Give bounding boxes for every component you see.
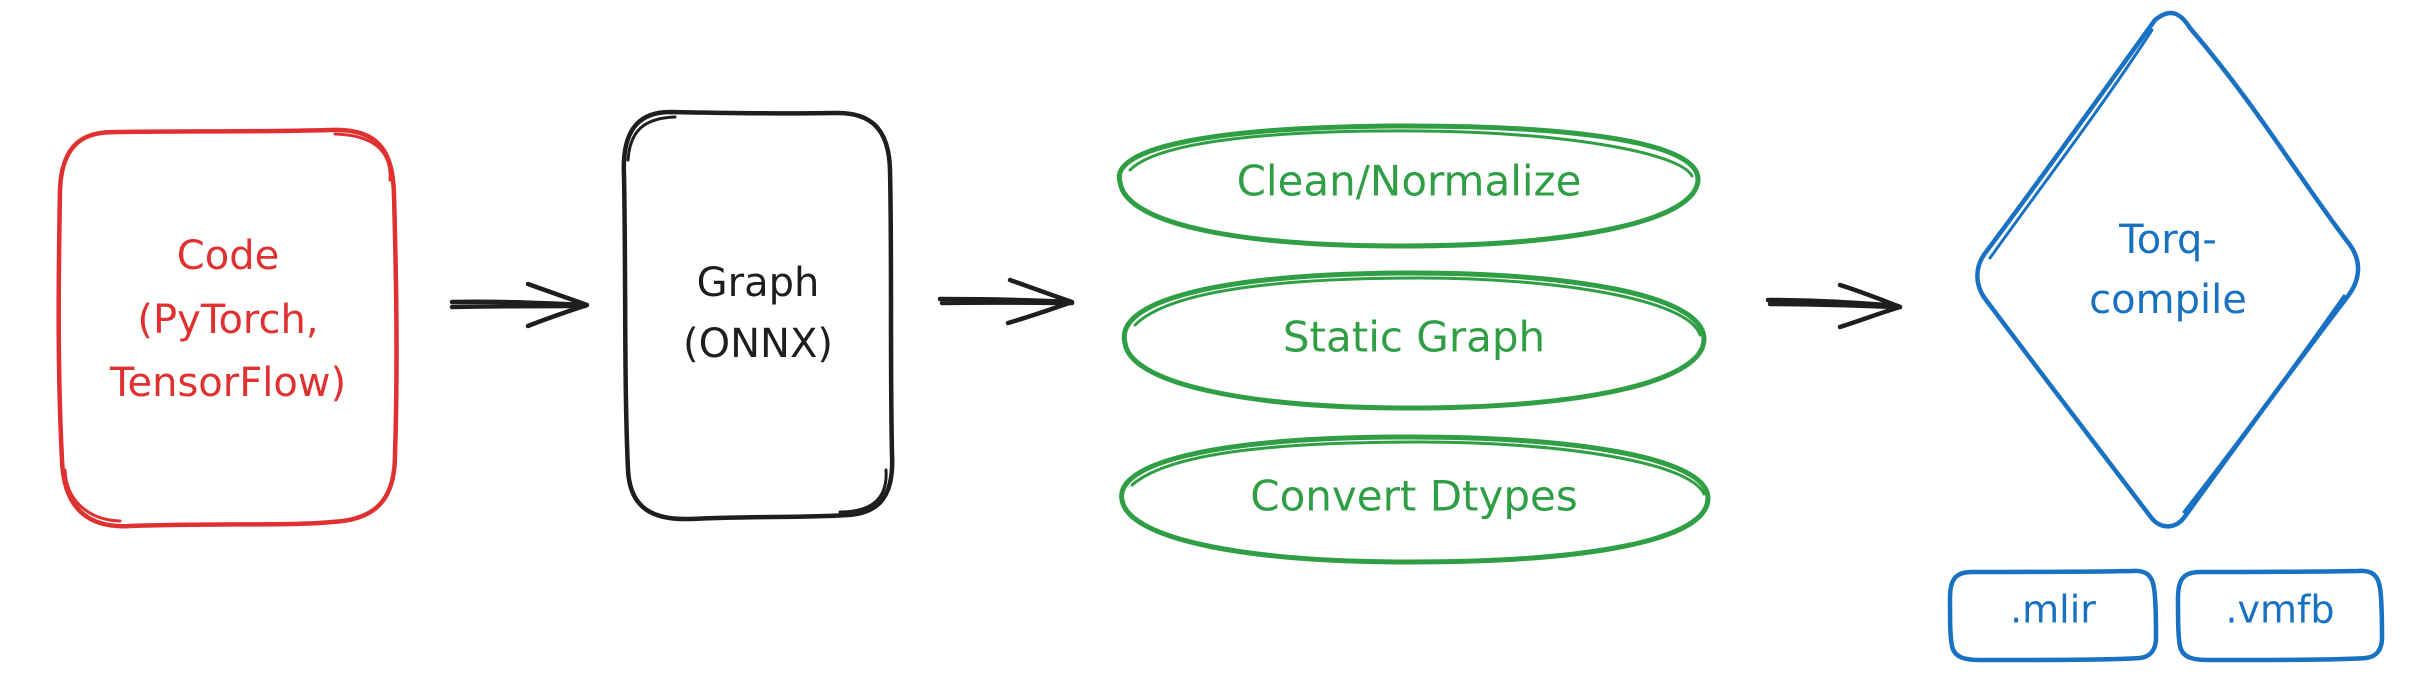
pass-static-label: Static Graph <box>1283 313 1545 362</box>
pass-clean-label: Clean/Normalize <box>1237 157 1582 206</box>
pass-convert-label: Convert Dtypes <box>1250 472 1577 521</box>
torq-diamond <box>1975 10 2361 529</box>
code-label-line-1: Code <box>177 233 279 279</box>
graph-box <box>621 109 895 522</box>
graph-node: Graph (ONNX) <box>621 109 895 522</box>
passes-group: Clean/Normalize Static Graph Convert Dty… <box>1116 123 1711 565</box>
output-mlir: .mlir <box>1947 568 2159 663</box>
output-vmfb: .vmfb <box>2175 568 2385 663</box>
output-mlir-label: .mlir <box>2010 588 2096 632</box>
code-node: Code (PyTorch, TensorFlow) <box>56 127 399 529</box>
graph-label-line-1: Graph <box>697 260 820 306</box>
pass-clean-normalize: Clean/Normalize <box>1116 123 1701 249</box>
graph-label-line-2: (ONNX) <box>683 321 833 367</box>
code-box <box>56 127 399 529</box>
code-label-line-3: TensorFlow) <box>109 360 346 406</box>
arrow-code-to-graph <box>449 281 590 329</box>
torq-label-line-1: Torq- <box>2118 217 2217 263</box>
arrow-graph-to-passes <box>937 277 1075 326</box>
pass-static-graph: Static Graph <box>1121 270 1707 411</box>
torq-label-line-2: compile <box>2089 277 2247 323</box>
code-label-line-2: (PyTorch, <box>137 297 318 343</box>
torq-node: Torq- compile <box>1975 10 2361 529</box>
pass-convert-dtypes: Convert Dtypes <box>1119 434 1711 565</box>
arrow-passes-to-torq <box>1765 282 1903 330</box>
output-vmfb-label: .vmfb <box>2225 588 2334 632</box>
